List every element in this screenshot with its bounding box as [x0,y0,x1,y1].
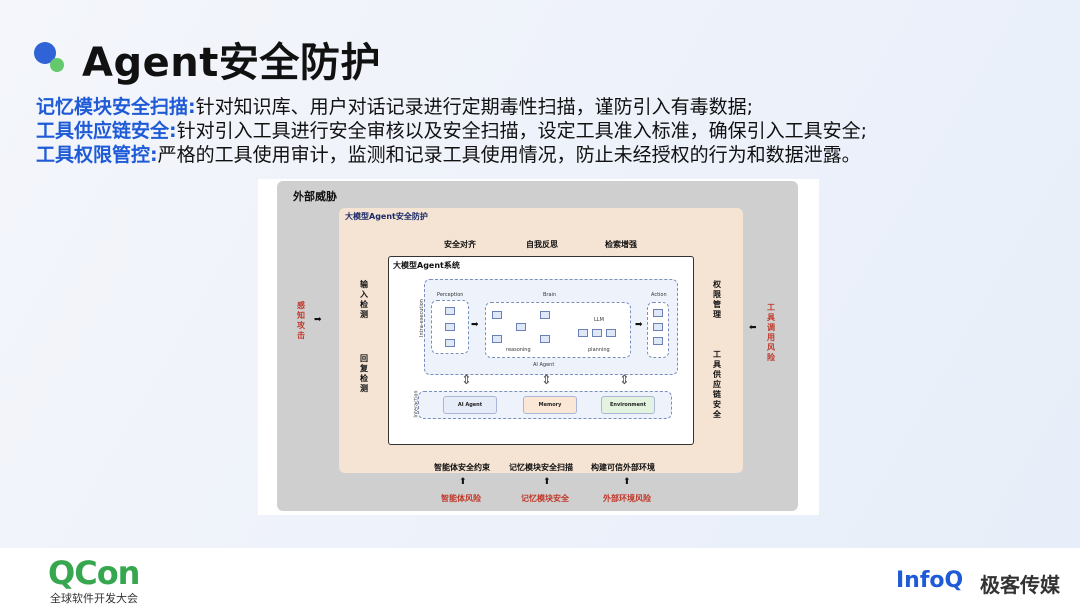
tool-icon [653,323,663,331]
plan-step-icon [592,329,602,337]
qcon-subtitle: 全球软件开发大会 [50,592,138,605]
security-diagram: 外部威胁 感知攻击 ➡ 工具调用风险 ⬅ 大模型Agent安全防护 安全对齐 自… [258,179,819,515]
action-label: Action [651,292,667,298]
top-item: 自我反思 [526,240,558,249]
agent-system-box: 大模型Agent系统 Intra-execution Interaction P… [388,256,694,445]
arrow-right-icon: ➡ [471,320,479,330]
risk-label: 外部环境风险 [603,494,651,503]
external-threat-label: 外部威胁 [293,190,337,203]
subtask-icon [492,311,502,319]
risk-label: 记忆模块安全 [521,494,569,503]
subtask-icon [492,335,502,343]
tool-icon [653,309,663,317]
bottom-item: 记忆模块安全扫描 [509,463,573,472]
up-down-arrow-icon: ⇕ [619,373,630,388]
llm-icon [516,323,526,331]
arrow-right-icon: ➡ [314,315,322,325]
bottom-item: 智能体安全约束 [434,463,490,472]
top-item: 检索增强 [605,240,637,249]
plan-step-icon [606,329,616,337]
arrow-left-icon: ⬅ [749,323,757,333]
tool-icon [653,337,663,345]
infoq-logo: InfoQ [896,568,964,593]
arrow-up-icon: ⬆ [459,477,467,487]
agent-protection-box: 大模型Agent安全防护 安全对齐 自我反思 检索增强 输入检测 回复检测 权限… [339,208,743,473]
subtask-icon [540,335,550,343]
agent-flow-box: Perception Brain Action ➡ [424,279,678,375]
point-text: 针对知识库、用户对话记录进行定期毒性扫描，谨防引入有毒数据; [195,96,754,118]
perception-box [431,300,469,354]
top-item: 安全对齐 [444,240,476,249]
point-label: 工具供应链安全: [36,120,177,142]
title-bullet-accent-icon [50,58,64,72]
brain-label: Brain [543,292,557,298]
input-detection-label: 输入检测 [360,280,368,319]
reply-detection-label: 回复检测 [360,354,368,393]
point-text: 严格的工具使用审计，监测和记录工具使用情况，防止未经授权的行为和数据泄露。 [157,144,861,166]
ai-agent-label: AI Agent [533,362,555,368]
point-line-2: 工具供应链安全:针对引入工具进行安全审核以及安全扫描，设定工具准入标准，确保引入… [36,116,867,143]
interaction-box: AI Agent Memory Environment [418,391,672,419]
reasoning-label: reasoning [506,347,531,353]
action-box [647,302,669,358]
page-title: Agent安全防护 [82,40,381,86]
tool-supply-chain-label: 工具供应链安全 [713,350,721,419]
arrow-up-icon: ⬆ [623,477,631,487]
input-icon [445,307,455,315]
chip-environment: Environment [601,396,655,414]
brain-box: reasoning planning LLM [485,302,631,358]
point-label: 工具权限管控: [36,144,158,166]
qcon-logo: QCon [48,554,140,592]
point-line-3: 工具权限管控:严格的工具使用审计，监测和记录工具使用情况，防止未经授权的行为和数… [36,140,861,167]
llm-label: LLM [594,317,604,323]
subtask-icon [540,311,550,319]
bottom-item: 构建可信外部环境 [591,463,655,472]
risk-label: 智能体风险 [441,494,481,503]
point-label: 记忆模块安全扫描: [36,96,196,118]
formatter-icon [445,323,455,331]
perception-label: Perception [437,292,464,298]
planning-label: planning [588,347,610,353]
tool-call-risk-label: 工具调用风险 [767,303,775,362]
perception-attack-label: 感知攻击 [297,301,305,340]
up-down-arrow-icon: ⇕ [541,373,552,388]
chip-ai-agent: AI Agent [443,396,497,414]
plan-step-icon [578,329,588,337]
up-down-arrow-icon: ⇕ [461,373,472,388]
brand-name: 极客传媒 [980,573,1060,597]
footer: QCon 全球软件开发大会 InfoQ 极客传媒 [0,548,1080,608]
title-bullet-icon [34,42,56,64]
permission-label: 权限管理 [713,280,721,319]
agent-system-label: 大模型Agent系统 [393,261,460,270]
embedding-icon [445,339,455,347]
agent-protection-label: 大模型Agent安全防护 [345,212,428,221]
arrow-right-icon: ➡ [635,320,643,330]
point-text: 针对引入工具进行安全审核以及安全扫描，设定工具准入标准，确保引入工具安全; [176,120,868,142]
external-threat-box: 外部威胁 感知攻击 ➡ 工具调用风险 ⬅ 大模型Agent安全防护 安全对齐 自… [277,181,798,511]
chip-memory: Memory [523,396,577,414]
arrow-up-icon: ⬆ [543,477,551,487]
point-line-1: 记忆模块安全扫描:针对知识库、用户对话记录进行定期毒性扫描，谨防引入有毒数据; [36,92,753,119]
